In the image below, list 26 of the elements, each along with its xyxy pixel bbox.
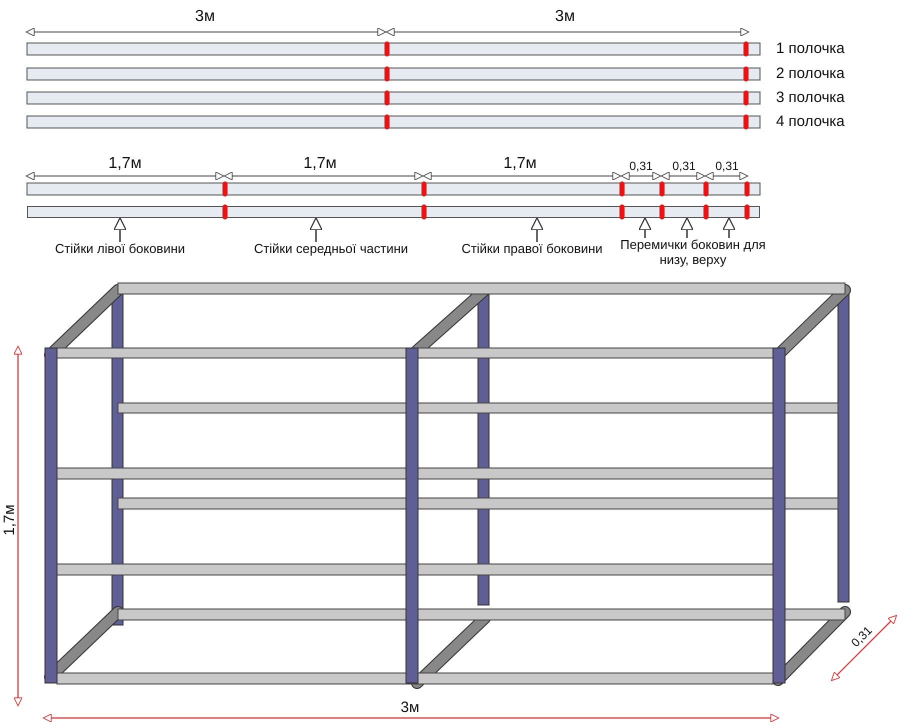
dimension-label: 3м [555,8,575,26]
shelf-board [27,206,760,218]
shelf-label: 3 полочка [776,90,845,106]
dimension-label: 1,7м [303,155,337,173]
shelf-label: 1 полочка [776,41,845,58]
arrow [722,217,736,238]
dimension-label: 1,7м [108,155,142,173]
shelf-label: 2 полочка [776,66,845,82]
part-label: Стійки середньої частини [246,242,416,257]
dimension-label: 3м [195,8,215,26]
part-label: Перемички боковин для низу, верху [614,238,772,268]
arrow [309,217,323,242]
dimension-label: 1,7м [2,504,18,536]
dimension-label: 0,31 [629,160,653,174]
arrow [680,217,694,238]
part-label: Стійки лівої боковини [45,242,195,257]
dimension-label: 0,31 [672,160,696,174]
part-label: Стійки правої боковини [452,242,612,257]
arrow [638,217,652,238]
dimension-label: 1,7м [503,155,537,173]
dimension-label: 0,31 [715,160,739,174]
shelf-label: 4 полочка [776,114,845,130]
dimension-label: 0,31 [849,624,875,650]
dimension-label: 3м [400,700,420,716]
arrow [530,217,544,242]
arrow [113,217,127,242]
